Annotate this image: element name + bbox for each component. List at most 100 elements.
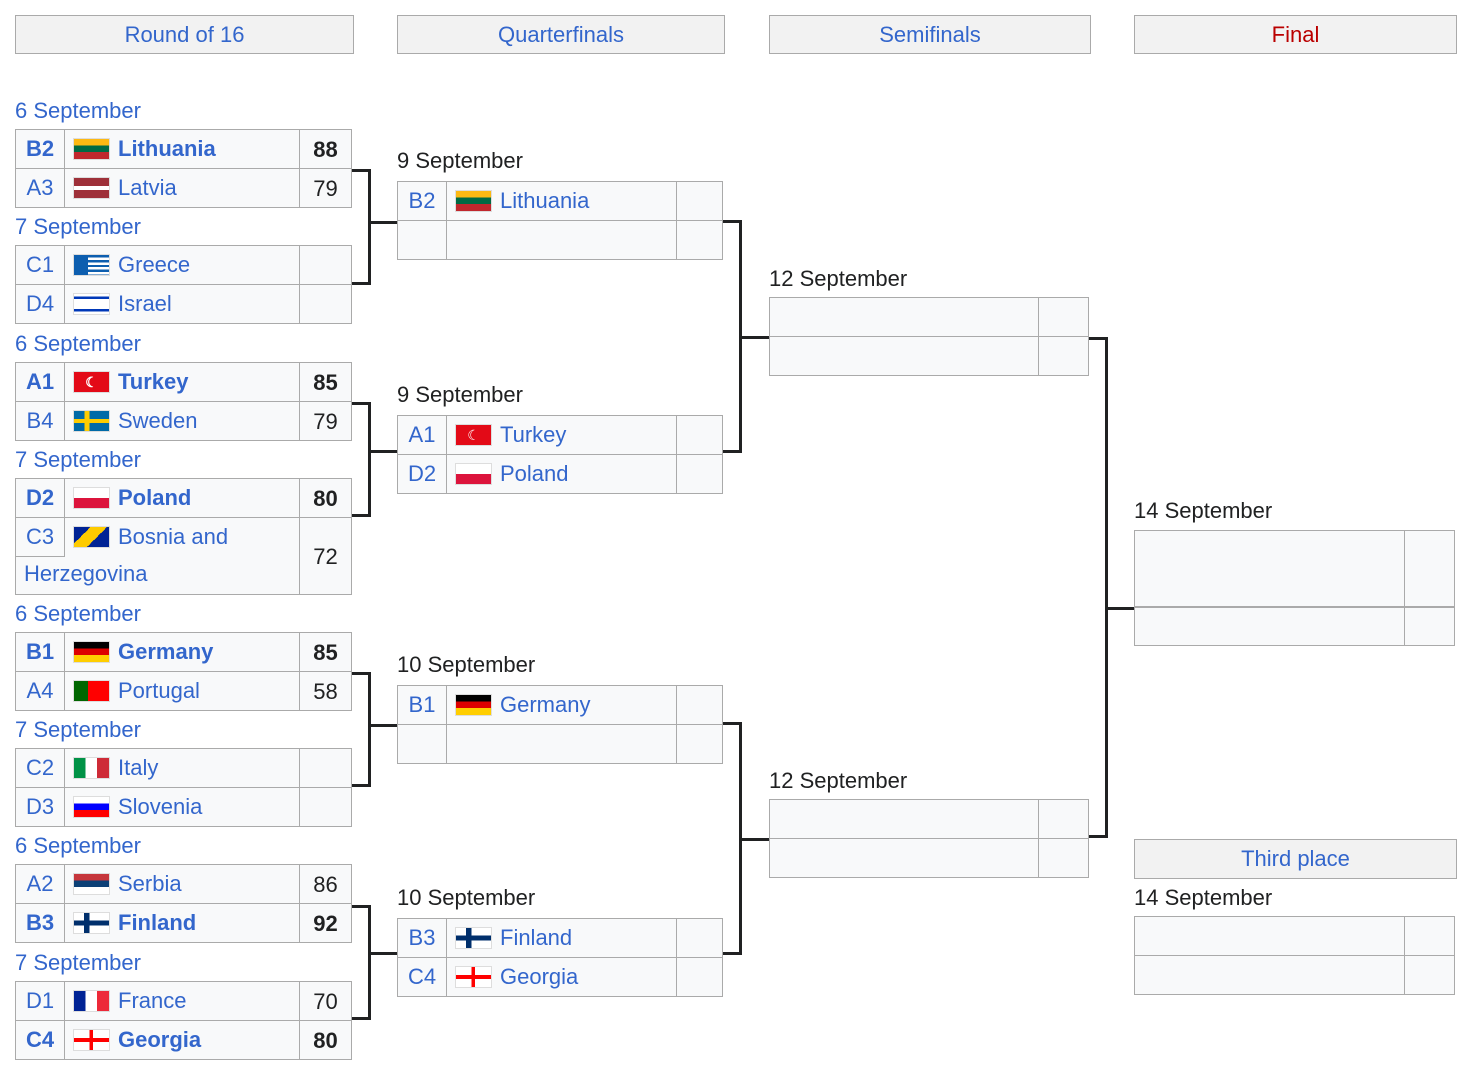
team-name[interactable]: ☾Turkey: [64, 362, 300, 402]
team-name-text[interactable]: Georgia: [500, 964, 579, 989]
team-name-text[interactable]: Finland: [500, 925, 573, 950]
match-date: 9 September: [397, 148, 523, 173]
team-name-text[interactable]: Lithuania: [118, 136, 216, 161]
connector-line: [368, 952, 397, 955]
team-score: 85: [299, 362, 352, 402]
team-name[interactable]: Poland: [446, 454, 677, 494]
team-name-text[interactable]: Slovenia: [118, 794, 203, 819]
team-name[interactable]: Portugal: [64, 671, 300, 711]
team-name[interactable]: Sweden: [64, 401, 300, 441]
header-round-of-16: Round of 16: [15, 15, 354, 54]
match-date: 14 September: [1134, 885, 1273, 910]
team-name[interactable]: Slovenia: [64, 787, 300, 827]
match-date: 14 September: [1134, 498, 1273, 523]
team-name-text[interactable]: Italy: [118, 755, 159, 780]
team-name-text[interactable]: Poland: [500, 461, 569, 486]
team-name[interactable]: Lithuania: [446, 181, 677, 221]
team-name-text[interactable]: Poland: [118, 485, 192, 510]
match-date[interactable]: 7 September: [15, 214, 141, 239]
match-date: 10 September: [397, 652, 536, 677]
match-date[interactable]: 6 September: [15, 833, 141, 858]
match-date[interactable]: 6 September: [15, 331, 141, 356]
team-name-text[interactable]: Latvia: [118, 175, 177, 200]
team-name-text[interactable]: France: [118, 988, 187, 1013]
team-seed: D2: [15, 478, 65, 518]
match-date[interactable]: 7 September: [15, 447, 141, 472]
team-name-text[interactable]: Portugal: [118, 678, 200, 703]
team-name: [1134, 955, 1405, 995]
header-quarterfinals: Quarterfinals: [397, 15, 725, 54]
team-name-text[interactable]: Greece: [118, 252, 191, 277]
team-name[interactable]: Greece: [64, 245, 300, 285]
connector-line: [352, 169, 371, 172]
team-score: [1038, 336, 1089, 376]
team-name-text[interactable]: Israel: [118, 291, 172, 316]
team-name-text[interactable]: Germany: [118, 639, 214, 664]
team-score: [1038, 799, 1089, 839]
connector-line: [1105, 337, 1108, 838]
match-date[interactable]: 6 September: [15, 98, 141, 123]
team-score: 92: [299, 903, 352, 943]
team-name-text[interactable]: Finland: [118, 910, 197, 935]
team-name[interactable]: Germany: [64, 632, 300, 672]
team-name-text[interactable]: Sweden: [118, 408, 198, 433]
team-score: [676, 415, 723, 455]
connector-line: [723, 450, 742, 453]
team-name[interactable]: Germany: [446, 685, 677, 725]
connector-line: [723, 220, 742, 223]
match-date: 12 September: [769, 266, 908, 291]
team-name[interactable]: Italy: [64, 748, 300, 788]
connector-line: [352, 514, 371, 517]
team-name[interactable]: Latvia: [64, 168, 300, 208]
team-score: 86: [299, 864, 352, 904]
lithuania-flag-icon: [73, 138, 110, 160]
team-name[interactable]: Georgia: [64, 1020, 300, 1060]
team-name[interactable]: Finland: [64, 903, 300, 943]
team-name[interactable]: Israel: [64, 284, 300, 324]
greece-flag-icon: [73, 254, 110, 276]
connector-line: [723, 952, 742, 955]
team-name-text[interactable]: Lithuania: [500, 188, 590, 213]
team-name[interactable]: ☾Turkey: [446, 415, 677, 455]
team-score: [1404, 916, 1455, 956]
team-name[interactable]: Lithuania: [64, 129, 300, 169]
sweden-flag-icon: [73, 410, 110, 432]
connector-line: [368, 402, 371, 517]
team-score: 72: [299, 517, 352, 595]
match-date[interactable]: 7 September: [15, 950, 141, 975]
team-score: [676, 181, 723, 221]
team-name-text[interactable]: Serbia: [118, 871, 182, 896]
team-score: [299, 284, 352, 324]
team-seed: B4: [15, 401, 65, 441]
team-name[interactable]: Georgia: [446, 957, 677, 997]
team-name[interactable]: Finland: [446, 918, 677, 958]
team-name-text[interactable]: Turkey: [500, 422, 567, 447]
serbia-flag-icon: [73, 873, 110, 895]
team-seed: D3: [15, 787, 65, 827]
connector-line: [1089, 337, 1108, 340]
connector-line: [368, 169, 371, 285]
team-score: 88: [299, 129, 352, 169]
match-date: 12 September: [769, 768, 908, 793]
match-date[interactable]: 6 September: [15, 601, 141, 626]
connector-line: [368, 221, 397, 224]
team-seed: D2: [397, 454, 447, 494]
team-name[interactable]: France: [64, 981, 300, 1021]
team-name-text[interactable]: Germany: [500, 692, 591, 717]
match-date: 10 September: [397, 885, 536, 910]
team-name[interactable]: Serbia: [64, 864, 300, 904]
team-name[interactable]: Poland: [64, 478, 300, 518]
team-name-text[interactable]: Turkey: [118, 369, 189, 394]
team-name-text[interactable]: Georgia: [118, 1027, 202, 1052]
team-seed: C3: [15, 517, 65, 557]
connector-line: [352, 282, 371, 285]
match-date[interactable]: 7 September: [15, 717, 141, 742]
team-score: [1404, 607, 1455, 646]
team-score: 58: [299, 671, 352, 711]
finland-flag-icon: [73, 912, 110, 934]
team-name-text[interactable]: Bosnia and Herzegovina: [24, 524, 229, 586]
team-name: [446, 724, 677, 764]
team-name: [446, 220, 677, 260]
team-score: [676, 220, 723, 260]
connector-line: [368, 450, 397, 453]
